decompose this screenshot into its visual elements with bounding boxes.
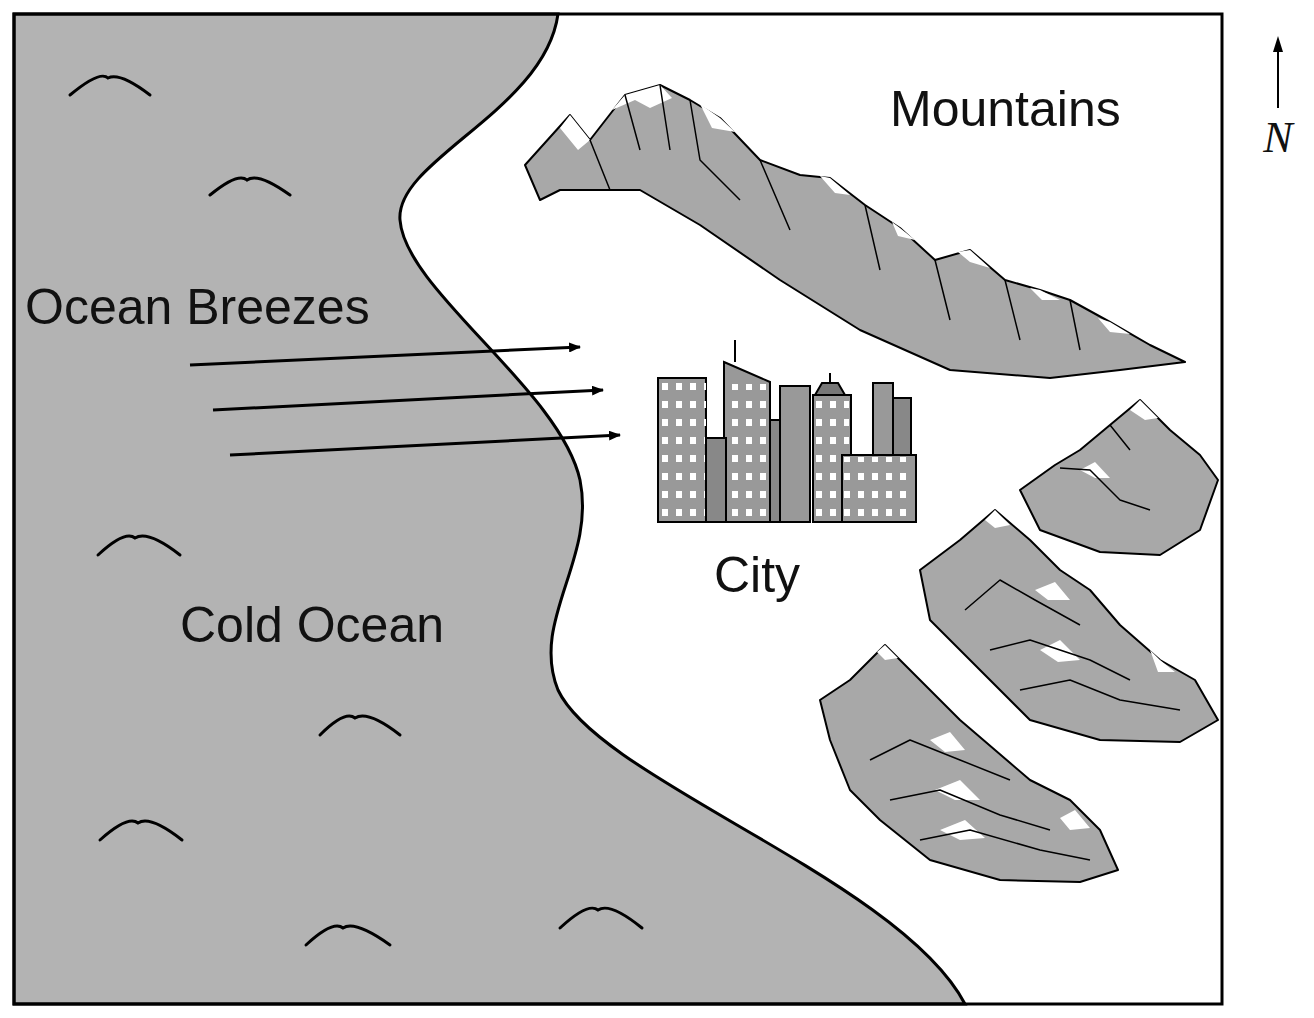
- mountain-clusters: [820, 400, 1218, 882]
- mountain-range: [525, 85, 1185, 378]
- cold-ocean: [14, 14, 965, 1004]
- ocean-label: Cold Ocean: [180, 600, 444, 650]
- wind-label: Ocean Breezes: [25, 282, 370, 332]
- north-arrow: [1273, 36, 1283, 108]
- city-buildings: [658, 340, 916, 522]
- waves: [70, 76, 642, 945]
- compass-letter: N: [1263, 116, 1292, 160]
- breeze-arrows: [190, 347, 620, 455]
- region-label: Mountains: [890, 84, 1121, 134]
- map-frame: [14, 14, 1222, 1004]
- city-label: City: [714, 550, 800, 600]
